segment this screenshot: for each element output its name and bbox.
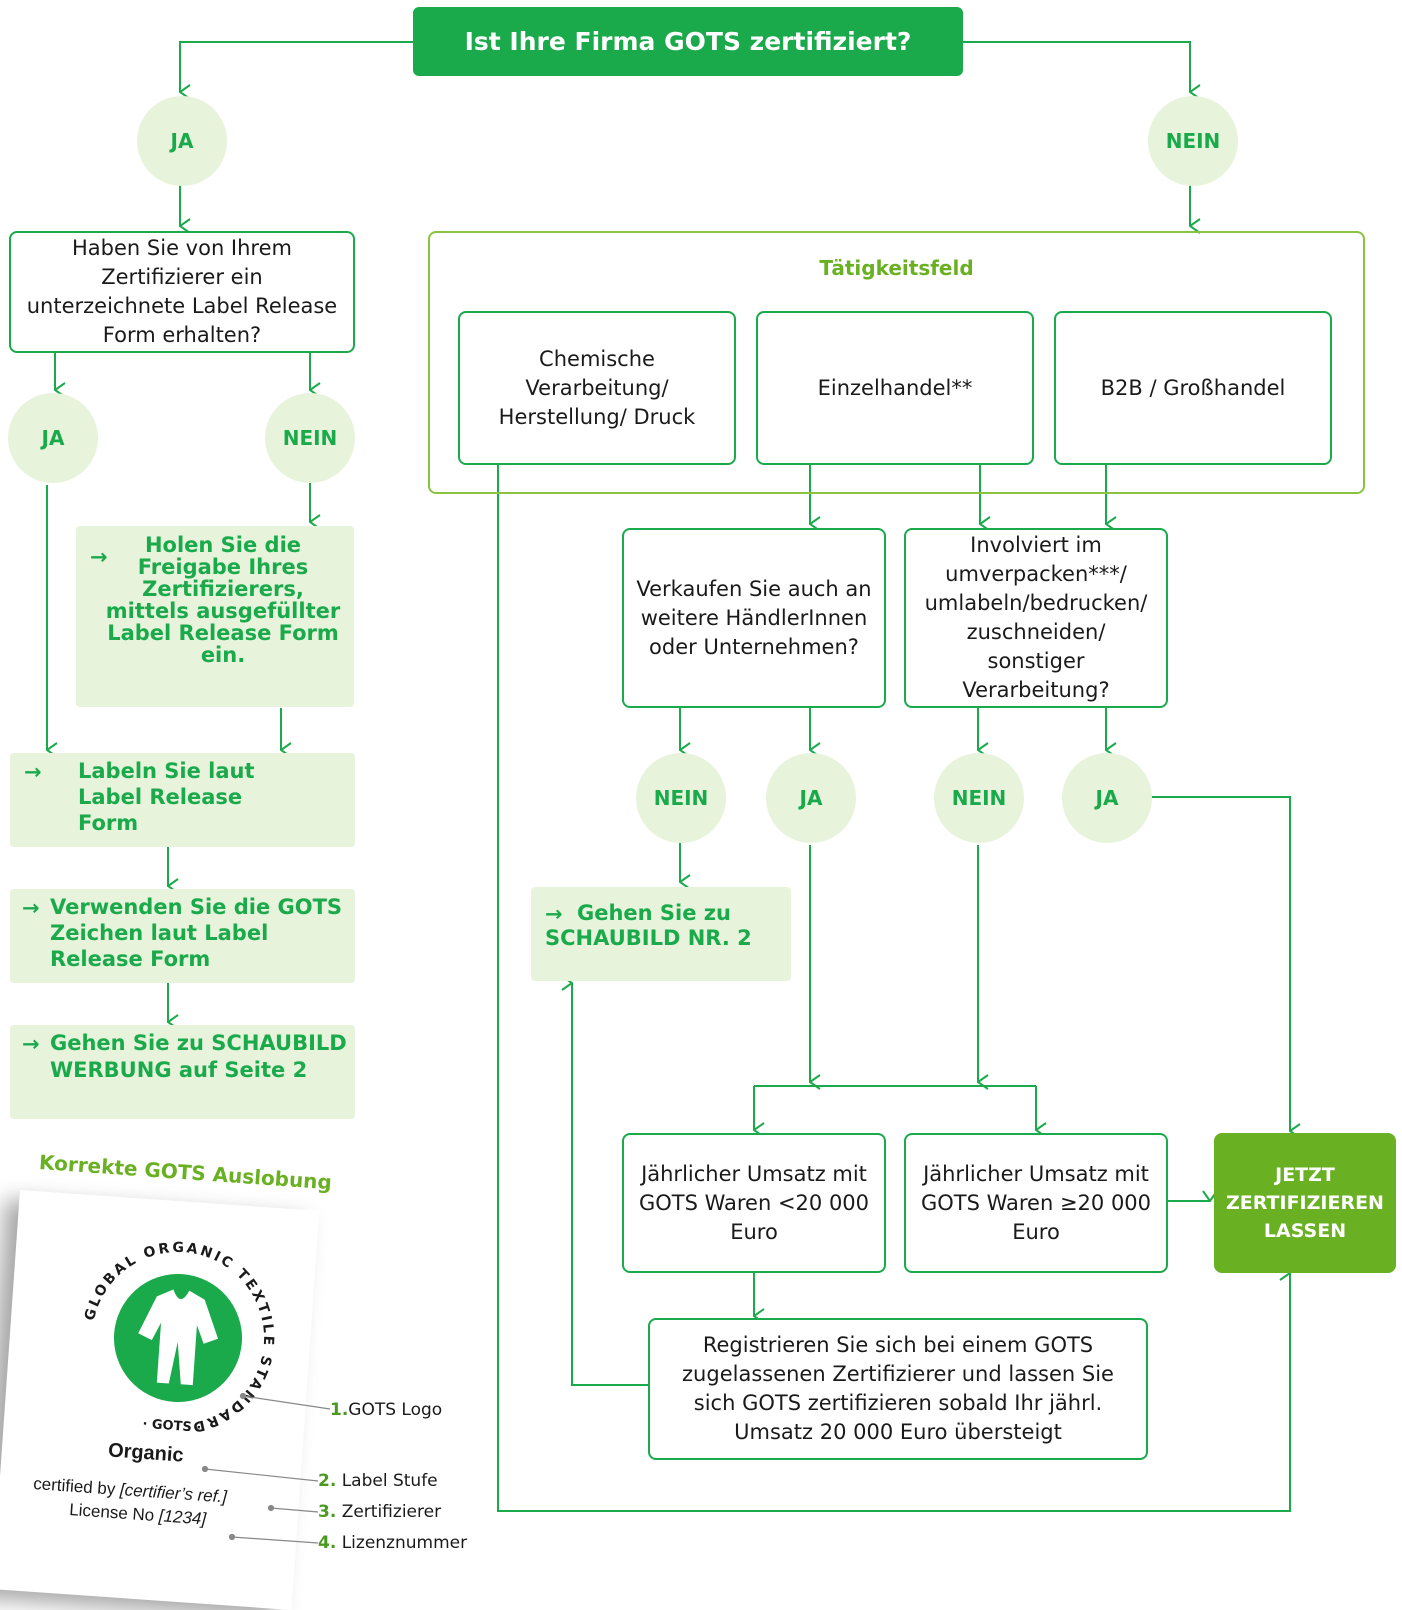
gots-logo-bottom: · GOTS · — [142, 1417, 202, 1436]
register-box: Registrieren Sie sich bei einem GOTS zug… — [648, 1318, 1148, 1460]
callout-lines — [201, 1392, 331, 1544]
verwenden-note: → Verwenden Sie die GOTS Zeichen laut La… — [10, 889, 355, 983]
involviert-question: Involviert im umverpacken***/ umlabeln/b… — [904, 528, 1168, 708]
ja-circle-top: JA — [137, 96, 227, 186]
nein-circle-top: NEIN — [1148, 96, 1238, 186]
nein-circle-verkaufen: NEIN — [636, 753, 726, 843]
gehen-schaubild-note: → Gehen Sie zu SCHAUBILD NR. 2 — [531, 887, 791, 981]
main-question: Ist Ihre Firma GOTS zertifiziert? — [413, 7, 963, 76]
b2b-box: B2B / Großhandel — [1054, 311, 1332, 465]
nein-circle-involviert: NEIN — [934, 753, 1024, 843]
nein-circle-left: NEIN — [265, 393, 355, 483]
ja-circle-left: JA — [8, 393, 98, 483]
einzelhandel-box: Einzelhandel** — [756, 311, 1034, 465]
gots-logo: GLOBAL ORGANIC TEXTILE STANDARD · GOTS · — [78, 1238, 278, 1438]
label-release-question: Haben Sie von Ihrem Zertifizierer ein un… — [9, 231, 355, 353]
callout-logo: 1.GOTS Logo — [330, 1400, 443, 1420]
umsatz-high-box: Jährlicher Umsatz mit GOTS Waren ≥20 000… — [904, 1133, 1168, 1273]
callout-lizenznummer: 4. Lizenznummer — [318, 1533, 468, 1553]
umsatz-low-box: Jährlicher Umsatz mit GOTS Waren <20 000… — [622, 1133, 886, 1273]
ja-circle-verkaufen: JA — [766, 753, 856, 843]
chemische-box: Chemische Verarbeitung/ Herstellung/ Dru… — [458, 311, 736, 465]
gehen-werbung-note: → Gehen Sie zu SCHAUBILD WERBUNG auf Sei… — [10, 1025, 355, 1119]
callout-zertifizierer: 3. Zertifizierer — [318, 1502, 442, 1522]
labeln-note: → Labeln Sie laut Label Release Form — [10, 753, 355, 847]
activity-group — [428, 231, 1365, 494]
shirt-icon — [138, 1289, 219, 1386]
callout-label-stufe: 2. Label Stufe — [318, 1471, 438, 1491]
holen-note: → Holen Sie die Freigabe Ihres Zertifizi… — [76, 526, 354, 707]
activity-group-label: Tätigkeitsfeld — [819, 256, 974, 280]
ja-circle-involviert: JA — [1062, 753, 1152, 843]
jetzt-zertifizieren-box: JETZT ZERTIFIZIEREN LASSEN — [1214, 1133, 1396, 1273]
verkaufen-question: Verkaufen Sie auch an weitere HändlerInn… — [622, 528, 886, 708]
